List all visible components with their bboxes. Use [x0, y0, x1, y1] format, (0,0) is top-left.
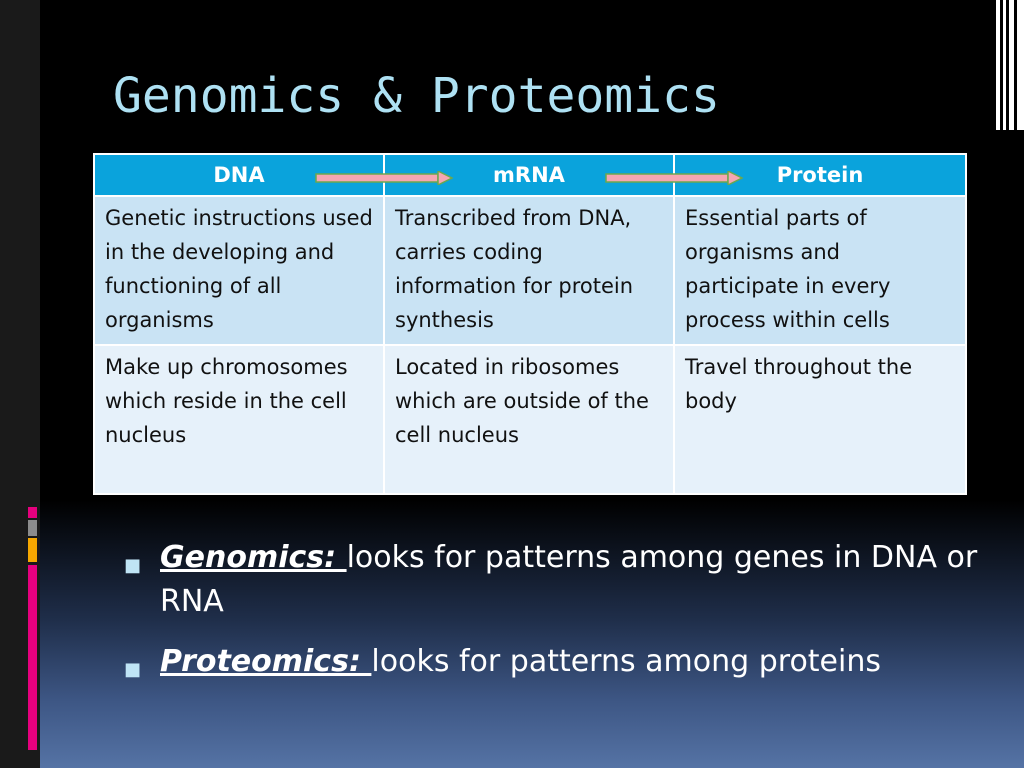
- corner-stripe: [1003, 0, 1006, 130]
- corner-stripe: [996, 0, 1000, 130]
- dna-function-cell: Genetic instructions used in the develop…: [93, 195, 385, 346]
- protein-location-cell: Travel throughout the body: [673, 344, 967, 495]
- mrna-function-cell: Transcribed from DNA, carries coding inf…: [383, 195, 675, 346]
- square-bullet-icon: ■: [124, 659, 142, 680]
- table-row: Genetic instructions used in the develop…: [93, 195, 967, 346]
- definition-genomics: looks for patterns among genes in DNA or…: [160, 540, 978, 619]
- square-bullet-icon: ■: [124, 555, 142, 576]
- table-header-row: DNA mRNA Protein: [93, 153, 967, 197]
- accent-band-orange: [28, 538, 37, 562]
- corner-stripe: [1009, 0, 1014, 130]
- dna-location-cell: Make up chromosomes which reside in the …: [93, 344, 385, 495]
- accent-band-pink-top: [28, 507, 37, 518]
- comparison-table: DNA mRNA Protein Genetic instructions us…: [93, 153, 967, 495]
- left-decorative-strip: [0, 0, 40, 768]
- term-proteomics: Proteomics:: [160, 644, 372, 679]
- accent-band-gray: [28, 520, 37, 536]
- term-genomics: Genomics:: [160, 540, 347, 575]
- mrna-location-cell: Located in ribosomes which are outside o…: [383, 344, 675, 495]
- list-item-proteomics: ■ Proteomics: looks for patterns among p…: [122, 640, 982, 684]
- definition-proteomics: looks for patterns among proteins: [371, 644, 881, 679]
- list-item-genomics: ■ Genomics: looks for patterns among gen…: [122, 536, 982, 624]
- protein-function-cell: Essential parts of organisms and partici…: [673, 195, 967, 346]
- header-protein: Protein: [673, 153, 967, 197]
- bullet-list: ■ Genomics: looks for patterns among gen…: [122, 536, 982, 700]
- accent-band-pink: [28, 565, 37, 750]
- table-row: Make up chromosomes which reside in the …: [93, 344, 967, 495]
- corner-stripes-decoration: [994, 0, 1024, 130]
- right-arrow-icon: [605, 171, 743, 185]
- right-arrow-icon: [315, 171, 453, 185]
- corner-stripe: [1017, 0, 1024, 130]
- slide-title: Genomics & Proteomics: [113, 68, 720, 124]
